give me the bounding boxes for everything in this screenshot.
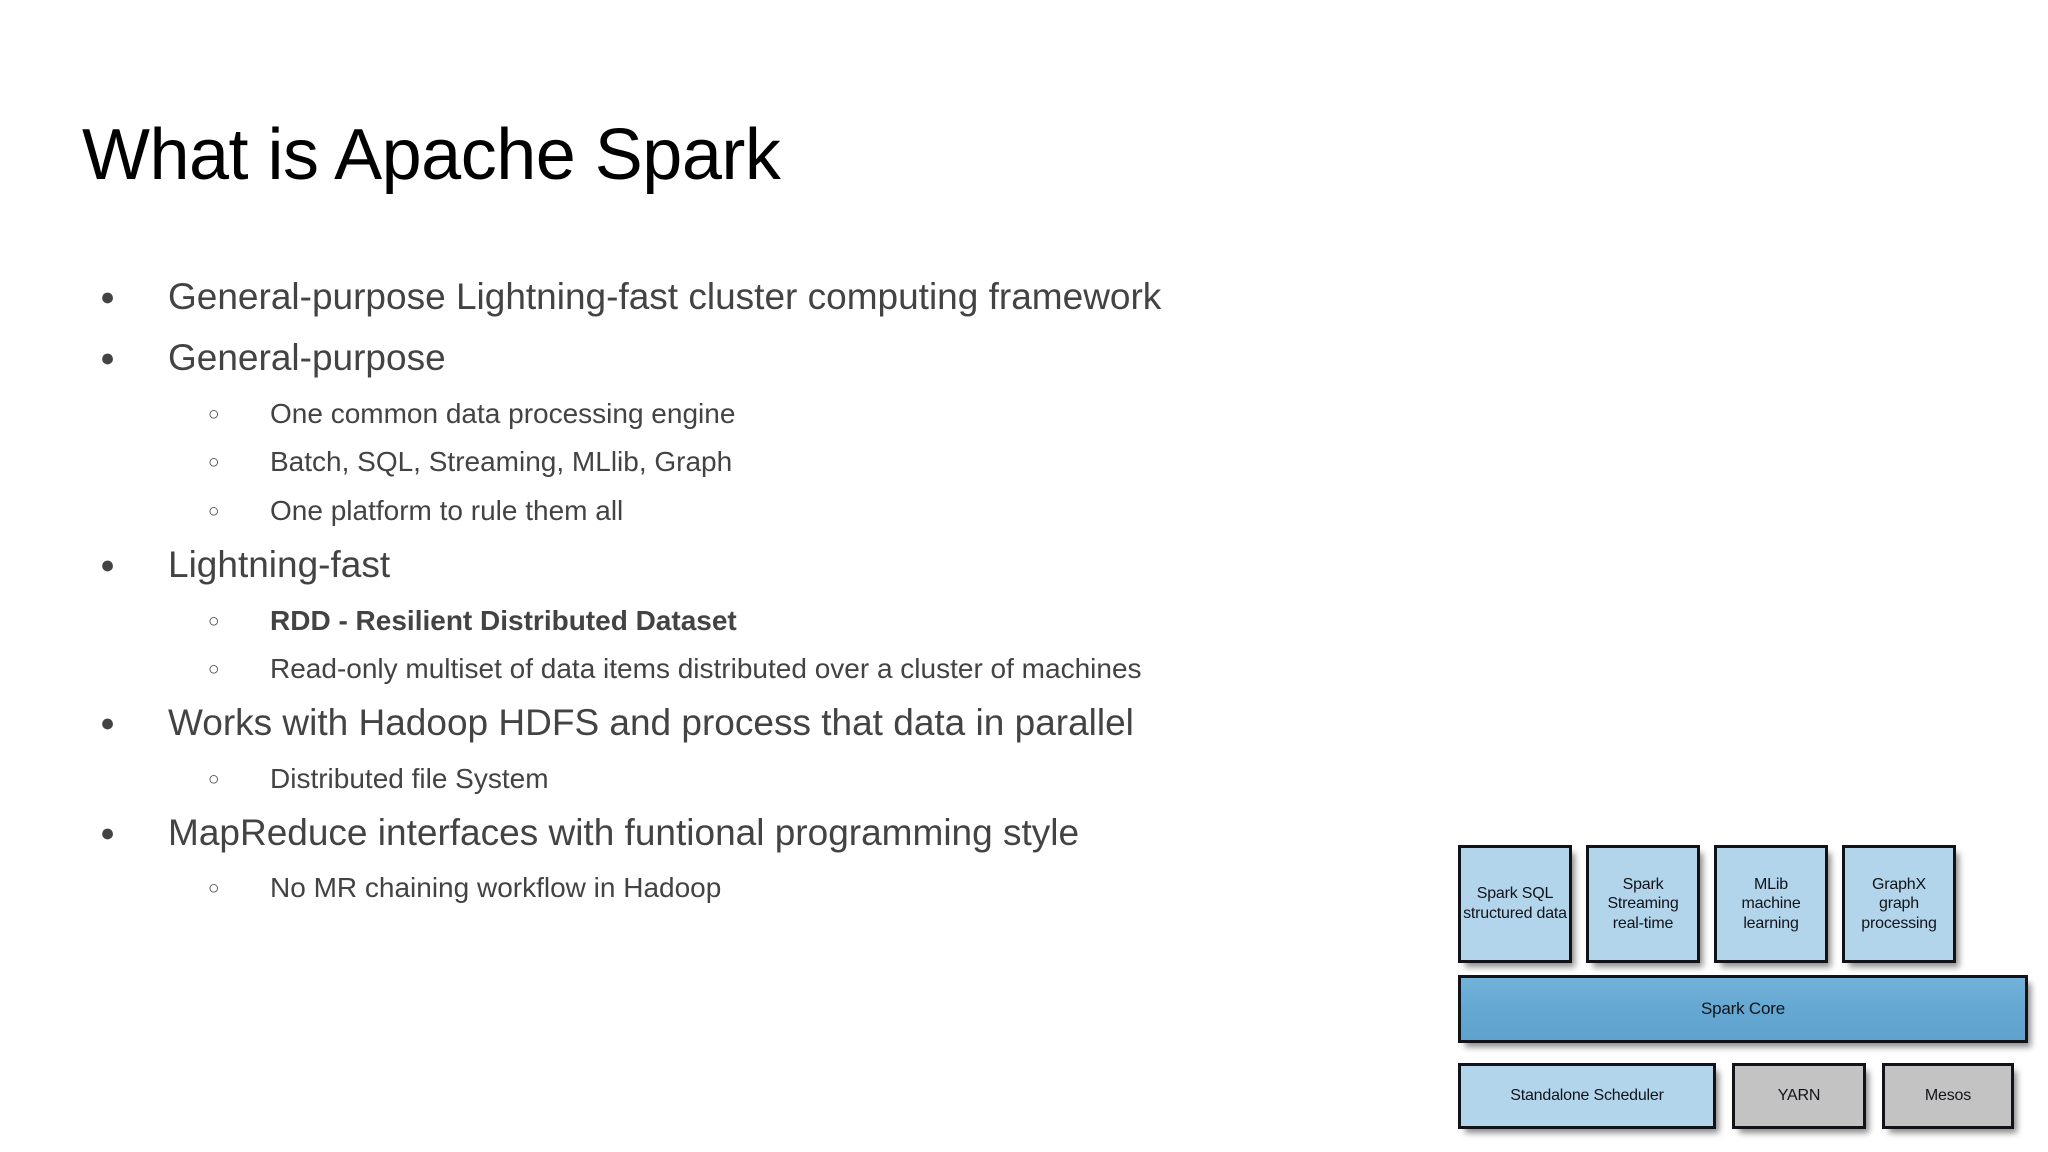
bullet-item: ● Lightning-fast — [100, 546, 1600, 607]
bullet-item: ○ One platform to rule them all — [100, 497, 1600, 546]
bullet-list: ● General-purpose Lightning-fast cluster… — [100, 278, 1600, 923]
diagram-box-line: graph — [1879, 895, 1919, 913]
bullet-text: One platform to rule them all — [270, 495, 624, 527]
bullet-marker-circle-icon: ○ — [208, 452, 220, 474]
bullet-marker-circle-icon: ○ — [208, 403, 220, 425]
diagram-box-line: Spark Streaming — [1607, 875, 1679, 913]
bullet-text: Works with Hadoop HDFS and process that … — [168, 702, 1134, 744]
diagram-box-line: real-time — [1612, 914, 1674, 932]
bullet-item: ○ Distributed file System — [100, 762, 1600, 814]
diagram-box-line: Standalone Scheduler — [1510, 1087, 1664, 1105]
diagram-box-line: Spark Core — [1701, 998, 1785, 1018]
bullet-item: ● General-purpose Lightning-fast cluster… — [100, 278, 1600, 339]
bullet-marker-disc-icon: ● — [100, 283, 116, 311]
diagram-box-line: Mesos — [1924, 1087, 1972, 1105]
diagram-scheduler-row: Standalone Scheduler YARN Mesos — [1458, 1063, 2028, 1129]
bullet-item: ● Works with Hadoop HDFS and process tha… — [100, 704, 1600, 765]
bullet-marker-disc-icon: ● — [100, 818, 116, 847]
diagram-box-line: MLib — [1754, 875, 1788, 893]
diagram-box-line: processing — [1861, 914, 1937, 932]
bullet-marker-disc-icon: ● — [100, 343, 116, 372]
bullet-text: Read-only multiset of data items distrib… — [270, 653, 1142, 685]
diagram-box-spark-sql: Spark SQL structured data — [1458, 845, 1572, 963]
bullet-text: General-purpose Lightning-fast cluster c… — [168, 276, 1162, 317]
bullet-marker-circle-icon: ○ — [208, 768, 220, 790]
bullet-item: ○ RDD - Resilient Distributed Dataset — [100, 604, 1600, 656]
bullet-marker-disc-icon: ● — [100, 709, 116, 738]
bullet-item: ○ No MR chaining workflow in Hadoop — [100, 874, 1600, 923]
bullet-marker-circle-icon: ○ — [208, 501, 220, 523]
bullet-text: Lightning-fast — [168, 543, 391, 585]
bullet-marker-disc-icon: ● — [100, 550, 116, 579]
bullet-item: ● MapReduce interfaces with funtional pr… — [100, 814, 1600, 875]
diagram-box-line: machine — [1741, 895, 1801, 913]
bullet-marker-circle-icon: ○ — [208, 610, 220, 632]
diagram-component-row: Spark SQL structured data Spark Streamin… — [1458, 845, 2028, 963]
bullet-text: General-purpose — [168, 336, 446, 378]
diagram-box-mesos: Mesos — [1882, 1063, 2014, 1129]
bullet-text: RDD - Resilient Distributed Dataset — [270, 604, 737, 636]
bullet-marker-circle-icon: ○ — [208, 878, 220, 900]
diagram-box-line: GraphX — [1872, 875, 1926, 893]
bullet-marker-circle-icon: ○ — [208, 659, 220, 681]
diagram-box-yarn: YARN — [1732, 1063, 1866, 1129]
diagram-box-line: YARN — [1777, 1087, 1821, 1105]
bullet-text: No MR chaining workflow in Hadoop — [270, 872, 722, 904]
bullet-text: Distributed file System — [270, 762, 549, 794]
diagram-box-spark-streaming: Spark Streaming real-time — [1586, 845, 1700, 963]
bullet-item: ○ Batch, SQL, Streaming, MLlib, Graph — [100, 448, 1600, 497]
diagram-box-standalone-scheduler: Standalone Scheduler — [1458, 1063, 1716, 1129]
diagram-box-mlib: MLib machine learning — [1714, 845, 1828, 963]
bullet-item: ○ Read-only multiset of data items distr… — [100, 655, 1600, 704]
bullet-text: Batch, SQL, Streaming, MLlib, Graph — [270, 446, 733, 478]
diagram-box-line: Spark SQL — [1476, 885, 1554, 903]
diagram-box-line: structured data — [1463, 905, 1567, 922]
bullet-text: MapReduce interfaces with funtional prog… — [168, 811, 1080, 853]
bullet-item: ○ One common data processing engine — [100, 397, 1600, 449]
bullet-text: One common data processing engine — [270, 397, 736, 429]
diagram-box-spark-core: Spark Core — [1458, 975, 2028, 1043]
bullet-item: ● General-purpose — [100, 339, 1600, 400]
page-title: What is Apache Spark — [82, 115, 781, 195]
diagram-core-row: Spark Core — [1458, 975, 2028, 1043]
spark-stack-diagram: Spark SQL structured data Spark Streamin… — [1458, 845, 2028, 1135]
diagram-box-graphx: GraphX graph processing — [1842, 845, 1956, 963]
diagram-box-line: learning — [1743, 914, 1799, 932]
